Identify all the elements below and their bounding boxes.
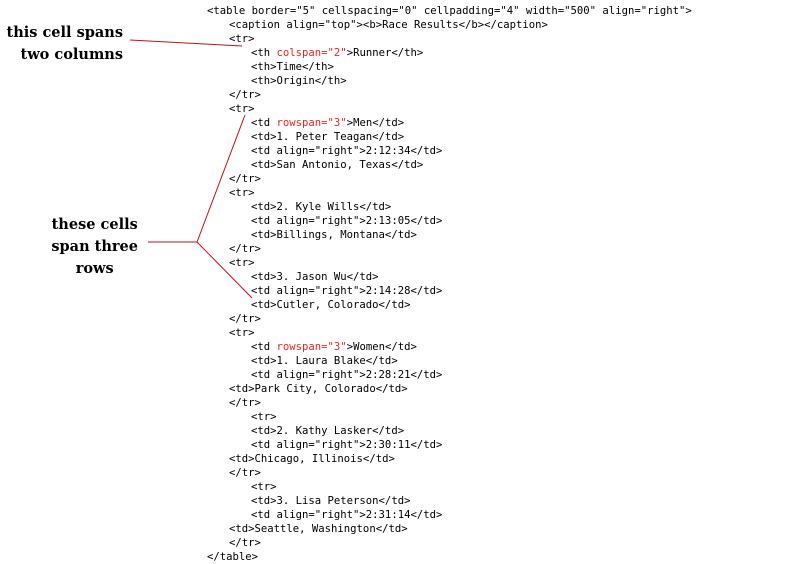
code-text: <td align="right">2:28:21</td> <box>251 369 443 381</box>
code-text: <th>Time</th> <box>251 61 334 73</box>
colspan-callout: this cell spans two columns <box>7 22 123 66</box>
code-text: <td>2. Kyle Wills</td> <box>251 201 392 213</box>
code-line: <td>Billings, Montana</td> <box>251 228 417 242</box>
code-line: <tr> <box>229 256 255 270</box>
highlighted-attribute: rowspan="3" <box>276 117 347 129</box>
code-line: <td>1. Peter Teagan</td> <box>251 130 404 144</box>
code-text: </tr> <box>229 467 261 479</box>
code-text: <td <box>251 117 277 129</box>
code-text: <tr> <box>229 257 255 269</box>
code-line: <td align="right">2:30:11</td> <box>251 438 442 452</box>
code-text: </tr> <box>229 537 261 549</box>
code-text: <tr> <box>229 327 255 339</box>
code-text: <td>Cutler, Colorado</td> <box>251 299 411 311</box>
code-text: <td align="right">2:12:34</td> <box>251 145 443 157</box>
highlighted-attribute: colspan="2" <box>276 47 347 59</box>
code-text: >Men</td> <box>346 117 405 129</box>
code-line: <td>Chicago, Illinois</td> <box>229 452 395 466</box>
code-line: <td rowspan="3">Men</td> <box>251 116 404 130</box>
code-text: <td>Billings, Montana</td> <box>251 229 417 241</box>
code-line: <tr> <box>229 326 255 340</box>
code-line: <tr> <box>251 480 277 494</box>
code-line: <td align="right">2:14:28</td> <box>251 284 442 298</box>
code-text: >Runner</th> <box>346 47 424 59</box>
code-text: <td>3. Lisa Peterson</td> <box>251 495 411 507</box>
code-text: <tr> <box>251 481 277 493</box>
code-line: <tr> <box>229 102 255 116</box>
code-line: <td rowspan="3">Women</td> <box>251 340 417 354</box>
code-text: <th>Origin</th> <box>251 75 347 87</box>
code-line: <td align="right">2:28:21</td> <box>251 368 442 382</box>
code-line: <td>2. Kathy Lasker</td> <box>251 424 404 438</box>
code-text: <td <box>251 341 277 353</box>
highlighted-attribute: rowspan="3" <box>276 341 347 353</box>
rowspan-callout-line-3: rows <box>75 260 114 277</box>
code-text: </tr> <box>229 313 261 325</box>
code-line: </tr> <box>229 88 261 102</box>
code-line: <td>3. Jason Wu</td> <box>251 270 379 284</box>
code-line: <td align="right">2:31:14</td> <box>251 508 442 522</box>
code-text: <td>1. Laura Blake</td> <box>251 355 398 367</box>
code-text: <td>Seattle, Washington</td> <box>229 523 408 535</box>
code-line: <td>1. Laura Blake</td> <box>251 354 398 368</box>
code-text: <td>Chicago, Illinois</td> <box>229 453 395 465</box>
code-line: <th colspan="2">Runner</th> <box>251 46 423 60</box>
code-line: </tr> <box>229 312 261 326</box>
code-text: </tr> <box>229 243 261 255</box>
rowspan-callout-line-2: span three <box>51 238 138 255</box>
code-text: </tr> <box>229 173 261 185</box>
code-line: <th>Time</th> <box>251 60 334 74</box>
code-line: <td align="right">2:12:34</td> <box>251 144 442 158</box>
code-line: </tr> <box>229 536 261 550</box>
code-line: <tr> <box>229 32 255 46</box>
code-text: </table> <box>207 551 259 563</box>
code-line: <tr> <box>251 410 277 424</box>
code-text: <caption align="top"><b>Race Results</b>… <box>229 19 548 31</box>
code-line: <td>3. Lisa Peterson</td> <box>251 494 410 508</box>
colspan-callout-line-2: two columns <box>20 46 124 63</box>
code-line: <td>Park City, Colorado</td> <box>229 382 408 396</box>
rowspan-leader-line-lower <box>196 241 253 299</box>
code-text: <td align="right">2:13:05</td> <box>251 215 443 227</box>
code-text: <td>3. Jason Wu</td> <box>251 271 379 283</box>
code-line: </tr> <box>229 242 261 256</box>
code-text: >Women</td> <box>346 341 417 353</box>
code-line: </tr> <box>229 396 261 410</box>
code-text: <td>Park City, Colorado</td> <box>229 383 408 395</box>
code-line: </table> <box>207 550 258 564</box>
code-text: <td align="right">2:14:28</td> <box>251 285 443 297</box>
code-line: </tr> <box>229 172 261 186</box>
rowspan-callout: these cells span three rows <box>51 214 138 280</box>
code-text: <tr> <box>229 187 255 199</box>
colspan-leader-line <box>129 39 243 47</box>
code-text: <tr> <box>229 103 255 115</box>
code-text: </tr> <box>229 397 261 409</box>
rowspan-callout-line-1: these cells <box>51 216 138 233</box>
code-text: <td align="right">2:31:14</td> <box>251 509 443 521</box>
code-line: <th>Origin</th> <box>251 74 347 88</box>
code-text: <td>2. Kathy Lasker</td> <box>251 425 405 437</box>
code-line: <table border="5" cellspacing="0" cellpa… <box>207 4 692 18</box>
code-line: <td align="right">2:13:05</td> <box>251 214 442 228</box>
code-text: <td>1. Peter Teagan</td> <box>251 131 405 143</box>
code-line: <td>2. Kyle Wills</td> <box>251 200 391 214</box>
code-text: <td align="right">2:30:11</td> <box>251 439 443 451</box>
colspan-callout-line-1: this cell spans <box>6 24 123 41</box>
code-text: </tr> <box>229 89 261 101</box>
annotated-html-code-diagram: <table border="5" cellspacing="0" cellpa… <box>7 4 692 563</box>
code-line: <td>Seattle, Washington</td> <box>229 522 408 536</box>
code-text: <th <box>251 47 277 59</box>
code-line: <td>Cutler, Colorado</td> <box>251 298 410 312</box>
code-line: <td>San Antonio, Texas</td> <box>251 158 423 172</box>
code-line: <tr> <box>229 186 255 200</box>
code-text: <tr> <box>251 411 277 423</box>
leader-lines <box>129 39 253 299</box>
code-text: <td>San Antonio, Texas</td> <box>251 159 424 171</box>
code-line: <caption align="top"><b>Race Results</b>… <box>229 18 548 32</box>
code-line: </tr> <box>229 466 261 480</box>
code-text: <table border="5" cellspacing="0" cellpa… <box>207 5 692 17</box>
code-text: <tr> <box>229 33 255 45</box>
